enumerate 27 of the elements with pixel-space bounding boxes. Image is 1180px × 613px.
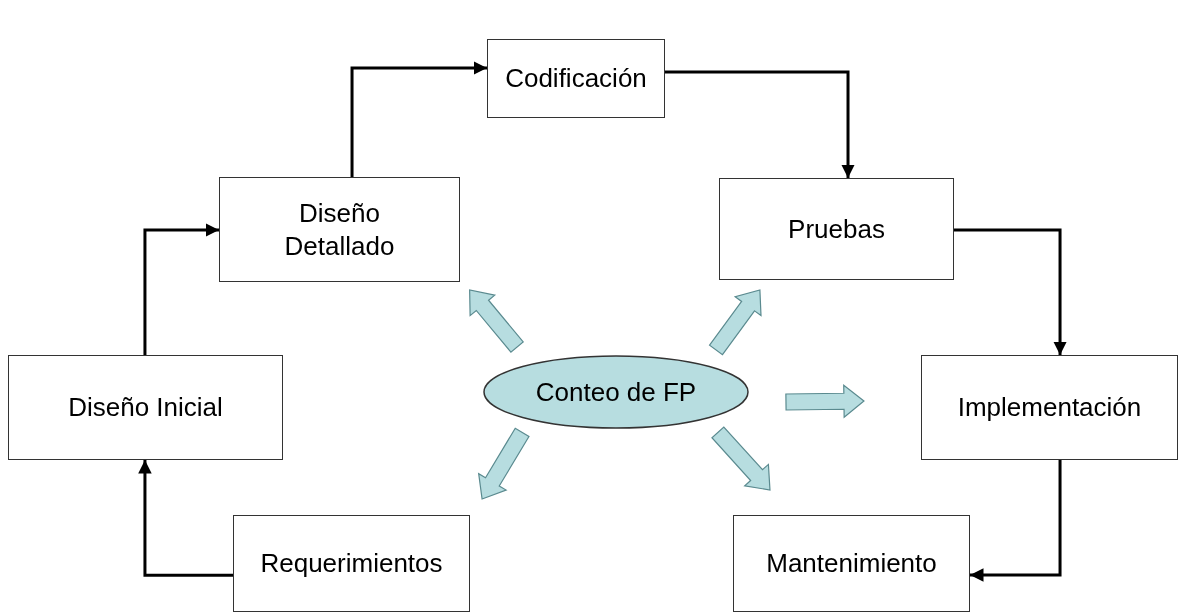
node-label: Conteo de FP: [534, 375, 698, 409]
node-label: Pruebas: [787, 212, 886, 246]
process-box: [8, 355, 283, 460]
arrow: [143, 223, 219, 355]
arrow: [665, 70, 855, 178]
arrow: [954, 228, 1067, 355]
arrow: [138, 460, 233, 577]
node-label: Requerimientos: [259, 547, 444, 580]
ellipse-node: [483, 355, 749, 429]
process-box: [487, 39, 665, 118]
process-box: [921, 355, 1178, 460]
node-label: Diseño Inicial: [67, 391, 224, 424]
arrow: [350, 61, 487, 177]
node-label: Diseño Detallado: [283, 197, 396, 262]
block-arrow: [711, 426, 771, 491]
node-label: Implementación: [956, 391, 1143, 424]
node-label: Codificación: [504, 62, 648, 95]
block-arrow: [785, 384, 865, 419]
arrow: [970, 460, 1062, 582]
node-label: Mantenimiento: [765, 547, 938, 580]
process-box: [733, 515, 970, 612]
process-box: [233, 515, 470, 612]
block-arrow: [477, 427, 530, 500]
process-box: [719, 178, 954, 280]
block-arrow: [469, 289, 525, 353]
process-box: [219, 177, 460, 282]
block-arrow: [708, 289, 762, 356]
